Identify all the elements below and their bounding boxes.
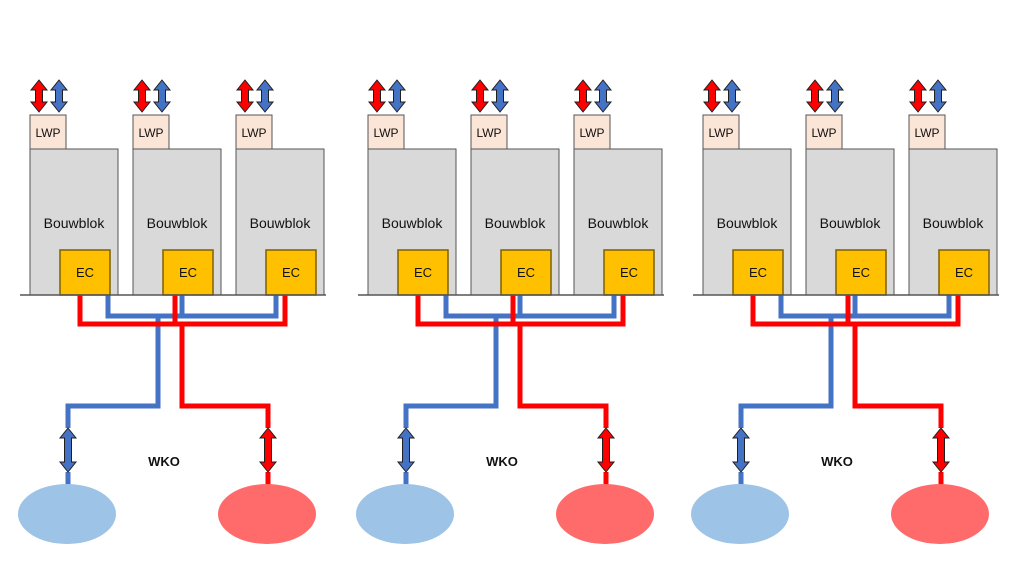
ec-box [397,249,449,296]
system-group-1: Bouwblok LWP EC Bouwblok LWP EC Bouwblok LWP EC W… [18,79,326,544]
cold-exchange-arrow-icon [593,79,613,113]
cold-pipe [738,295,952,486]
warm-pipe [415,295,626,486]
lwp-box [908,114,946,150]
lwp-label: LWP [373,126,398,140]
warm-well-arrow-icon [596,427,616,473]
warm-source [891,484,989,544]
lwp-label: LWP [579,126,604,140]
lwp-label: LWP [708,126,733,140]
cold-source [18,484,116,544]
bouwblok-label: Bouwblok [44,215,106,231]
bouwblok-label: Bouwblok [820,215,882,231]
bouwblok-label: Bouwblok [717,215,779,231]
bouwblok: Bouwblok LWP EC [367,79,457,296]
warm-exchange-arrow-icon [702,79,722,113]
lwp-box [29,114,67,150]
ec-box [162,249,214,296]
ec-label: EC [749,265,767,280]
bouwblok-label: Bouwblok [147,215,209,231]
bouwblok: Bouwblok LWP EC [805,79,895,296]
wko-label: WKO [486,454,518,469]
bouwblok-label: Bouwblok [250,215,312,231]
ec-label: EC [620,265,638,280]
lwp-label: LWP [241,126,266,140]
ec-label: EC [517,265,535,280]
lwp-box [573,114,611,150]
cold-source [356,484,454,544]
cold-exchange-arrow-icon [490,79,510,113]
warm-source [556,484,654,544]
lwp-label: LWP [476,126,501,140]
warm-pipe [750,295,961,486]
lwp-box [805,114,843,150]
ec-label: EC [76,265,94,280]
lwp-box [702,114,740,150]
ec-label: EC [955,265,973,280]
cold-source [691,484,789,544]
warm-exchange-arrow-icon [367,79,387,113]
lwp-box [132,114,170,150]
warm-source [218,484,316,544]
cold-exchange-arrow-icon [387,79,407,113]
cold-exchange-arrow-icon [722,79,742,113]
lwp-box [367,114,405,150]
bouwblok: Bouwblok LWP EC [908,79,998,296]
cold-pipe [403,295,617,486]
system-group-2: Bouwblok LWP EC Bouwblok LWP EC Bouwblok LWP EC W… [356,79,664,544]
ec-label: EC [414,265,432,280]
cold-well-arrow-icon [58,427,78,473]
ec-label: EC [179,265,197,280]
bouwblok: Bouwblok LWP EC [132,79,222,296]
warm-exchange-arrow-icon [132,79,152,113]
bouwblok-label: Bouwblok [923,215,985,231]
warm-exchange-arrow-icon [908,79,928,113]
lwp-box [470,114,508,150]
lwp-label: LWP [914,126,939,140]
ec-label: EC [852,265,870,280]
lwp-label: LWP [138,126,163,140]
warm-exchange-arrow-icon [29,79,49,113]
bouwblok-label: Bouwblok [485,215,547,231]
warm-exchange-arrow-icon [805,79,825,113]
ec-box [265,249,317,296]
warm-well-arrow-icon [931,427,951,473]
warm-exchange-arrow-icon [235,79,255,113]
bouwblok-label: Bouwblok [588,215,650,231]
warm-exchange-arrow-icon [470,79,490,113]
pipe-network [403,295,626,486]
cold-pipe [65,295,279,486]
cold-exchange-arrow-icon [152,79,172,113]
bouwblok: Bouwblok LWP EC [29,79,119,296]
lwp-label: LWP [811,126,836,140]
ec-box [732,249,784,296]
ec-box [59,249,111,296]
pipe-network [738,295,961,486]
bouwblok: Bouwblok LWP EC [573,79,663,296]
cold-exchange-arrow-icon [49,79,69,113]
wko-label: WKO [821,454,853,469]
pipe-network [65,295,288,486]
lwp-label: LWP [35,126,60,140]
wko-label: WKO [148,454,180,469]
warm-well-arrow-icon [258,427,278,473]
ec-label: EC [282,265,300,280]
warm-pipe [77,295,288,486]
bouwblok: Bouwblok LWP EC [235,79,325,296]
bouwblok: Bouwblok LWP EC [702,79,792,296]
cold-well-arrow-icon [731,427,751,473]
warm-exchange-arrow-icon [573,79,593,113]
bouwblok-label: Bouwblok [382,215,444,231]
cold-exchange-arrow-icon [928,79,948,113]
cold-exchange-arrow-icon [255,79,275,113]
cold-well-arrow-icon [396,427,416,473]
bouwblok: Bouwblok LWP EC [470,79,560,296]
lwp-box [235,114,273,150]
cold-exchange-arrow-icon [825,79,845,113]
ec-box [835,249,887,296]
system-group-3: Bouwblok LWP EC Bouwblok LWP EC Bouwblok LWP EC W… [691,79,999,544]
